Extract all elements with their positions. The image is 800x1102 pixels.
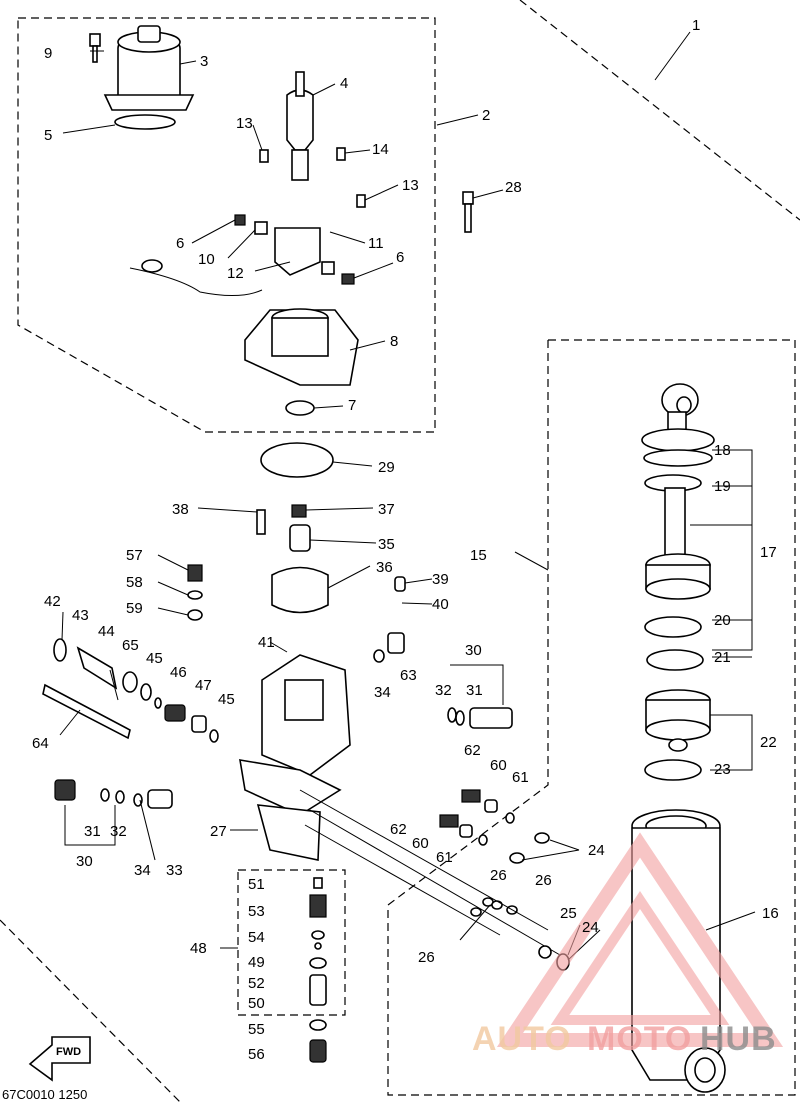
watermark-logo xyxy=(496,832,784,1047)
callout: 21 xyxy=(714,649,731,666)
callout: 1 xyxy=(692,17,700,34)
callout: 32 xyxy=(110,823,127,840)
callout: 45 xyxy=(218,691,235,708)
callout: 31 xyxy=(84,823,101,840)
callout: 18 xyxy=(714,442,731,459)
callout: 43 xyxy=(72,607,89,624)
fwd-label: FWD xyxy=(56,1046,81,1058)
callout: 41 xyxy=(258,634,275,651)
callout: 30 xyxy=(465,642,482,659)
callout: 7 xyxy=(348,397,356,414)
callout: 50 xyxy=(248,995,265,1012)
callout: 8 xyxy=(390,333,398,350)
callout: 20 xyxy=(714,612,731,629)
callout: 55 xyxy=(248,1021,265,1038)
callout: 29 xyxy=(378,459,395,476)
callout: 56 xyxy=(248,1046,265,1063)
callout: 15 xyxy=(470,547,487,564)
leader-lines xyxy=(59,31,756,961)
callout: 54 xyxy=(248,929,265,946)
callout: 10 xyxy=(198,251,215,268)
callout: 57 xyxy=(126,547,143,564)
callout: 6 xyxy=(396,249,404,266)
check-valve-stack xyxy=(309,877,327,1063)
callout: 61 xyxy=(512,769,529,786)
callout: 48 xyxy=(190,940,207,957)
callout: 16 xyxy=(762,905,779,922)
callout: 32 xyxy=(435,682,452,699)
callout: 26 xyxy=(490,867,507,884)
callout: 46 xyxy=(170,664,187,681)
callout: 34 xyxy=(374,684,391,701)
callout: 44 xyxy=(98,623,115,640)
callout: 42 xyxy=(44,593,61,610)
callout: 51 xyxy=(248,876,265,893)
callout: 60 xyxy=(412,835,429,852)
callout: 52 xyxy=(248,975,265,992)
callout: 63 xyxy=(400,667,417,684)
fwd-arrow-icon: FWD xyxy=(28,1036,91,1082)
callout: 45 xyxy=(146,650,163,667)
callout: 33 xyxy=(166,862,183,879)
callout: 39 xyxy=(432,571,449,588)
callout: 23 xyxy=(714,761,731,778)
callout: 9 xyxy=(44,45,52,62)
callout: 59 xyxy=(126,600,143,617)
callout: 17 xyxy=(760,544,777,561)
callout: 27 xyxy=(210,823,227,840)
watermark-part-moto: MOTO xyxy=(587,1020,692,1058)
callout: 26 xyxy=(535,872,552,889)
callout: 61 xyxy=(436,849,453,866)
callout: 11 xyxy=(368,235,384,252)
callout: 64 xyxy=(32,735,49,752)
callout: 24 xyxy=(582,919,599,936)
callout: 31 xyxy=(466,682,483,699)
callout: 62 xyxy=(464,742,481,759)
callout: 14 xyxy=(372,141,389,158)
callout: 58 xyxy=(126,574,143,591)
callout: 34 xyxy=(134,862,151,879)
callout: 60 xyxy=(490,757,507,774)
callout: 24 xyxy=(588,842,605,859)
callout: 40 xyxy=(432,596,449,613)
callout: 35 xyxy=(378,536,395,553)
callout: 13 xyxy=(402,177,419,194)
callout: 19 xyxy=(714,478,731,495)
callout: 30 xyxy=(76,853,93,870)
drawing-code: 67C0010 1250 xyxy=(2,1087,87,1102)
callout: 4 xyxy=(340,75,348,92)
left-valve-parts xyxy=(42,638,219,809)
callout: 6 xyxy=(176,235,184,252)
callout: 12 xyxy=(227,265,244,282)
callout: 65 xyxy=(122,637,139,654)
callout: 3 xyxy=(200,53,208,70)
callout: 47 xyxy=(195,677,212,694)
callout: 25 xyxy=(560,905,577,922)
watermark-text: AUTO MOTO HUB xyxy=(472,1020,777,1058)
callout: 53 xyxy=(248,903,265,920)
callout: 13 xyxy=(236,115,253,132)
watermark-part-auto: AUTO xyxy=(472,1020,572,1058)
callout: 28 xyxy=(505,179,522,196)
callout: 5 xyxy=(44,127,52,144)
callout: 26 xyxy=(418,949,435,966)
watermark-part-hub: HUB xyxy=(700,1020,777,1058)
callout: 49 xyxy=(248,954,265,971)
callout: 37 xyxy=(378,501,395,518)
callout: 36 xyxy=(376,559,393,576)
callout: 38 xyxy=(172,501,189,518)
callout: 62 xyxy=(390,821,407,838)
tilt-cylinder-assembly xyxy=(631,383,726,1093)
callout: 2 xyxy=(482,107,490,124)
callout: 22 xyxy=(760,734,777,751)
callout-labels: 1 2 3 4 5 6 6 7 8 9 10 11 12 13 13 14 15… xyxy=(32,17,779,1063)
motor-assembly xyxy=(89,25,474,478)
valve-body xyxy=(187,504,406,861)
